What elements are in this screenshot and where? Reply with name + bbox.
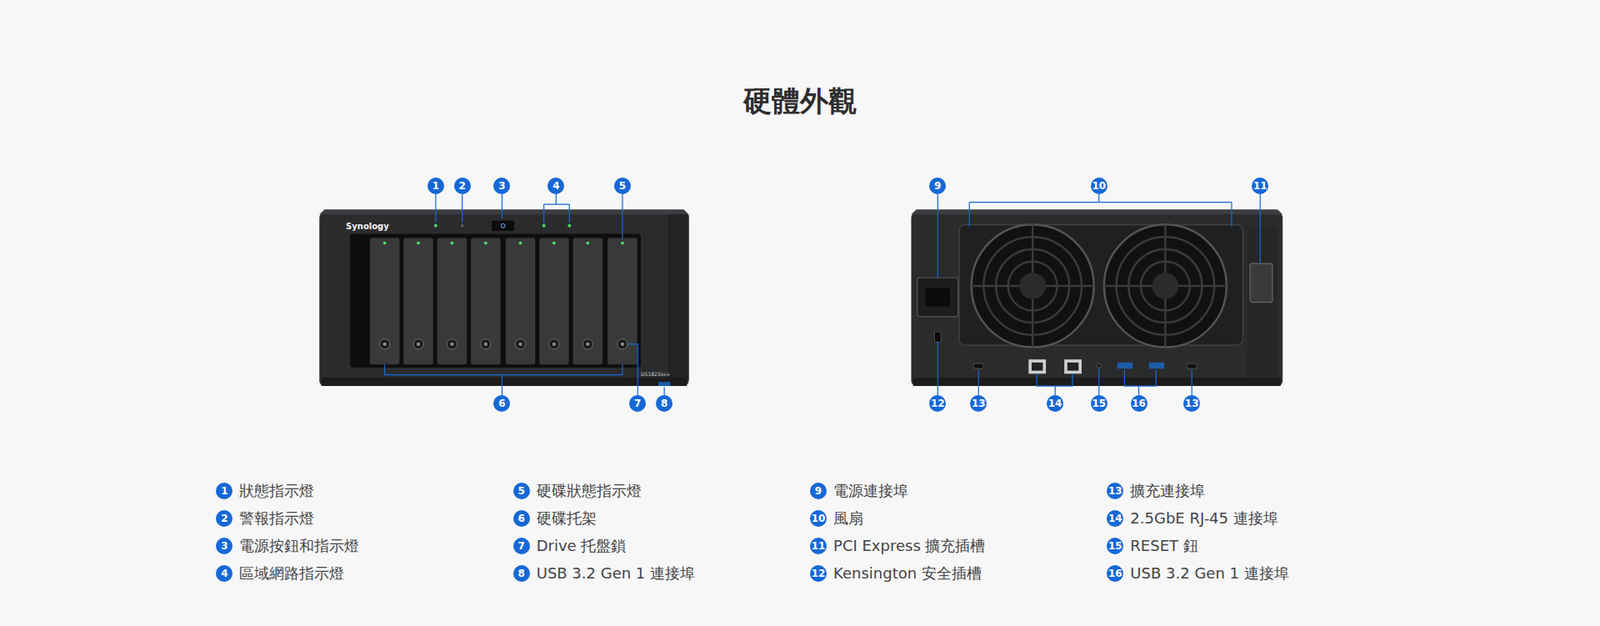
key-number: 13	[1106, 482, 1124, 500]
front-view	[319, 209, 689, 386]
key-number: 4	[215, 565, 233, 582]
callout-number: 9	[929, 177, 946, 195]
callout-number: 7	[629, 395, 646, 412]
part-name: RESET 鈕	[1130, 535, 1198, 556]
key-number: 8	[513, 565, 530, 582]
callout-number: 11	[1251, 177, 1269, 195]
part-name: 電源連接埠	[833, 480, 909, 501]
key-number: 10	[810, 510, 827, 527]
part-name: Drive 托盤鎖	[536, 535, 627, 556]
callout-number: 15	[1090, 395, 1108, 412]
part-name: 狀態指示燈	[239, 480, 315, 501]
part-name: USB 3.2 Gen 1 連接埠	[1130, 563, 1289, 584]
leader-lines	[937, 194, 1260, 395]
part-name: PCI Express 擴充插槽	[833, 535, 985, 556]
part-name: USB 3.2 Gen 1 連接埠	[536, 563, 695, 584]
callout-number: 1	[427, 177, 445, 195]
key-number: 2	[215, 510, 233, 527]
leader-lines	[385, 194, 665, 395]
brand-logo: Synology	[345, 220, 390, 230]
callout-number: 16	[1130, 395, 1148, 412]
back-view	[910, 209, 1283, 386]
key-number: 14	[1106, 510, 1124, 527]
part-name: 風扇	[833, 508, 864, 529]
part-name: 警報指示燈	[239, 508, 315, 529]
part-name: 擴充連接埠	[1130, 480, 1205, 501]
callout-number: 8	[655, 395, 673, 412]
key-number: 5	[513, 482, 530, 500]
key-number: 7	[513, 537, 530, 555]
key-number: 9	[810, 482, 827, 500]
page-title: 硬體外觀	[743, 82, 857, 121]
key-number: 11	[810, 537, 827, 555]
key-number: 6	[513, 510, 530, 527]
part-name: 硬碟狀態指示燈	[536, 480, 642, 501]
key-number: 15	[1106, 537, 1124, 555]
part-name: 區域網路指示燈	[239, 563, 345, 584]
callout-number: 12	[929, 395, 946, 412]
key-number: 16	[1106, 565, 1124, 582]
part-name: 電源按鈕和指示燈	[239, 535, 360, 556]
callout-number: 13	[1183, 395, 1200, 412]
part-name: 2.5GbE RJ-45 連接埠	[1130, 508, 1278, 529]
callout-number: 14	[1046, 395, 1064, 412]
part-name: Kensington 安全插槽	[833, 563, 982, 584]
callout-number: 6	[493, 395, 510, 412]
callout-number: 10	[1090, 177, 1108, 195]
model-label: DS1823xs+	[640, 370, 670, 377]
callout-number: 4	[547, 177, 565, 195]
callout-number: 3	[493, 177, 510, 195]
key-number: 1	[215, 482, 233, 500]
callout-number: 2	[454, 177, 471, 195]
key-number: 3	[215, 537, 233, 555]
part-name: 硬碟托架	[536, 508, 597, 529]
callout-number: 13	[970, 395, 987, 412]
callout-number: 5	[614, 177, 631, 195]
key-number: 12	[810, 565, 827, 582]
